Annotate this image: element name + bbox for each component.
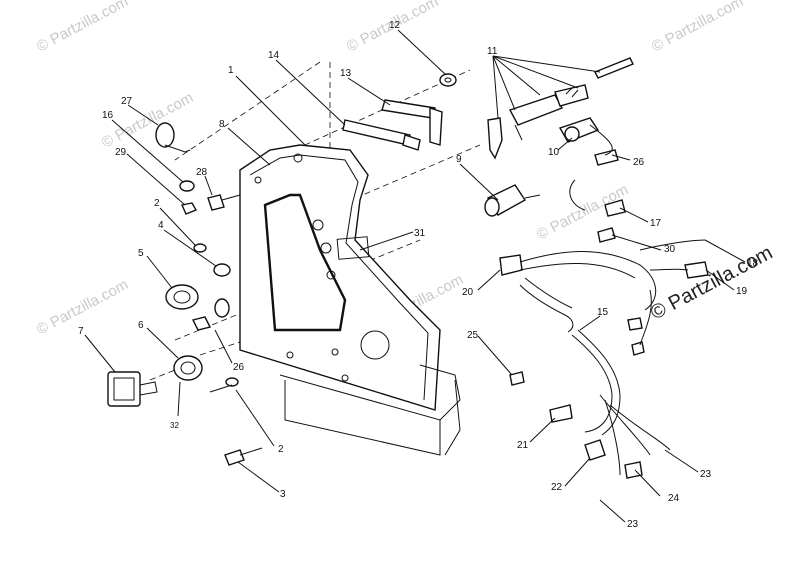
lockwasher-26 [214, 298, 230, 318]
callout-8: 8 [219, 119, 225, 130]
nut-12 [439, 73, 457, 87]
callout-6: 6 [138, 320, 144, 331]
callout-26-right: 26 [633, 157, 645, 168]
connector-21 [549, 404, 573, 423]
callout-32: 32 [170, 421, 179, 430]
bracket-parts [342, 99, 443, 151]
callout-18: 18 [747, 258, 759, 269]
callout-14: 14 [268, 50, 280, 61]
wiring-harness [499, 179, 709, 479]
callout-7: 7 [78, 326, 84, 337]
switch-assembly-11 [487, 57, 634, 160]
callout-25: 25 [467, 330, 479, 341]
left-hardware [155, 122, 263, 466]
mounting-panel [239, 144, 461, 456]
callout-23-lower: 23 [627, 519, 639, 530]
callout-29: 29 [115, 147, 127, 158]
connector-19 [684, 261, 709, 279]
watermark-top-left: © Partzilla.com [34, 0, 131, 56]
callout-13: 13 [340, 68, 352, 79]
callout-2-top: 2 [154, 198, 160, 209]
callout-31: 31 [414, 228, 426, 239]
nut-29 [181, 202, 198, 215]
connector-22 [584, 439, 606, 461]
callout-3: 3 [280, 489, 286, 500]
callout-1: 1 [228, 65, 234, 76]
washer-16 [179, 180, 195, 192]
callout-23-upper: 23 [700, 469, 712, 480]
bolt-3 [224, 449, 245, 466]
callout-16: 16 [102, 110, 114, 121]
callout-10: 10 [548, 147, 560, 158]
key-7 [107, 371, 158, 407]
callout-27: 27 [121, 96, 133, 107]
nut-6a [191, 316, 212, 331]
callout-20: 20 [462, 287, 474, 298]
callout-4: 4 [158, 220, 164, 231]
connector-17 [604, 199, 626, 217]
bolt-28 [207, 194, 225, 211]
callout-19: 19 [736, 286, 748, 297]
washer-4 [213, 263, 231, 277]
leader-lines [84, 29, 746, 523]
callout-28: 28 [196, 167, 208, 178]
nut-5 [165, 284, 199, 310]
callout-9: 9 [456, 154, 462, 165]
callout-2-bottom: 2 [278, 444, 284, 455]
ignition-switch-10 [558, 117, 619, 166]
washer-2 [193, 243, 207, 253]
ring-terminal-27 [155, 122, 175, 148]
callout-12: 12 [389, 20, 401, 31]
callout-17: 17 [650, 218, 662, 229]
connector-30 [597, 227, 616, 243]
watermark-top-right: © Partzilla.com [649, 0, 746, 56]
callout-15: 15 [597, 307, 609, 318]
nut-25 [509, 371, 525, 386]
solenoid-9 [484, 184, 541, 217]
callout-5: 5 [138, 248, 144, 259]
callout-11: 11 [487, 46, 498, 57]
callout-22: 22 [551, 482, 563, 493]
connector-24 [624, 461, 643, 479]
connector-20 [499, 254, 523, 276]
callout-26-left: 26 [233, 362, 245, 373]
callout-30: 30 [664, 244, 676, 255]
nut-6 [173, 355, 203, 381]
callout-24: 24 [668, 493, 680, 504]
watermark-top-center-left: © Partzilla.com [99, 89, 196, 151]
washer-2b [225, 377, 239, 387]
callout-21: 21 [517, 440, 529, 451]
callout-numbers: 1 2 2 3 4 5 6 7 8 9 10 11 12 13 14 15 16… [78, 20, 759, 530]
